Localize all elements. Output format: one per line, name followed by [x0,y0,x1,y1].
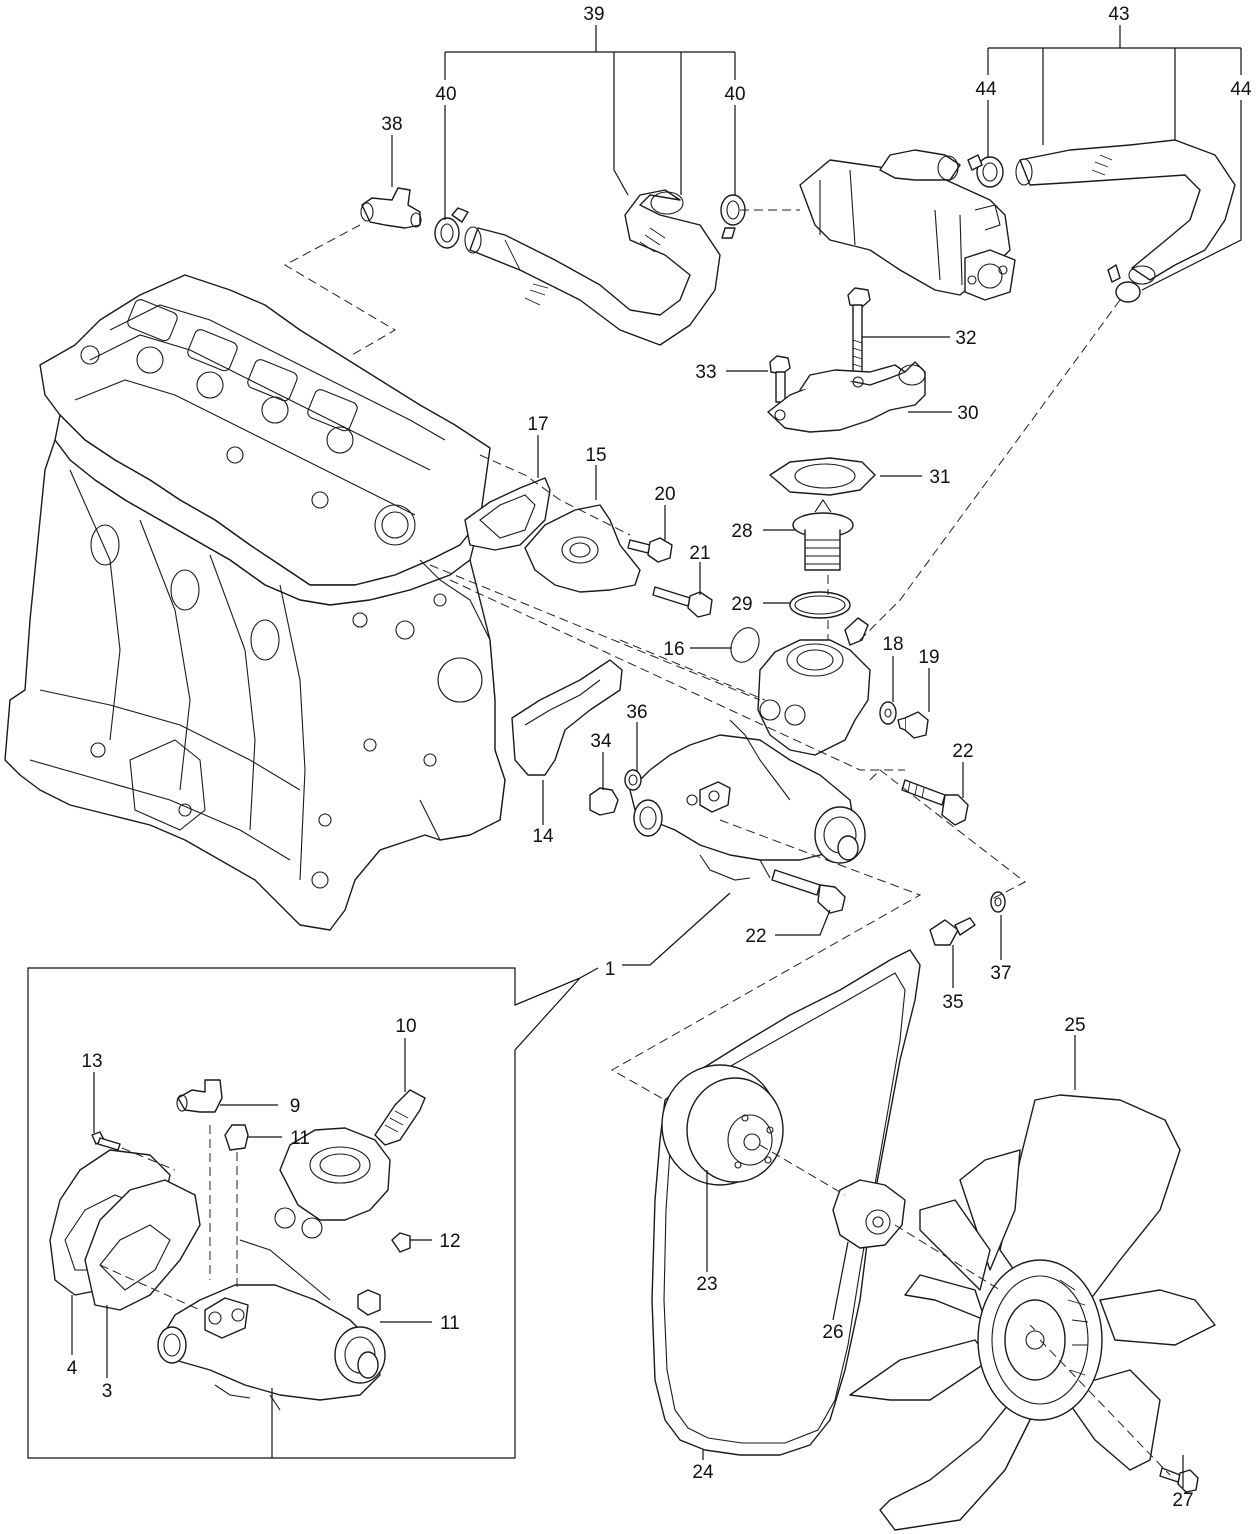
callout-27: 27 [1172,1490,1193,1511]
gasket-31 [769,457,876,496]
callout-36: 36 [626,702,647,723]
water-outlet-15 [524,504,641,593]
inset-plug-12 [391,1232,411,1253]
plug-34 [589,787,619,816]
inset-water-pump [157,1127,391,1411]
callout-13: 13 [81,1051,102,1072]
callout-34: 34 [590,731,612,752]
hose-clamp-40-left [434,207,469,249]
callout-31: 31 [929,467,950,488]
callout-15: 15 [585,445,606,466]
callout-4: 4 [67,1358,78,1379]
callout-44-right: 44 [1230,79,1252,100]
egr-cooler-hose [1015,139,1236,285]
inset-elbow-9 [176,1079,223,1113]
callout-35: 35 [942,992,963,1013]
callout-32: 32 [955,328,976,349]
washer-18 [879,701,897,725]
elbow-fitting-38 [360,187,422,229]
callout-17: 17 [527,414,548,435]
callout-1: 1 [605,959,616,980]
callout-43: 43 [1108,4,1129,25]
callout-44-left: 44 [975,79,997,100]
callout-25: 25 [1064,1015,1085,1036]
callout-labels: 1 3 4 9 10 11 11 12 13 14 15 16 17 18 19… [67,4,1252,1511]
detail-inset-box [27,967,599,1459]
callout-22-lower: 22 [745,926,766,947]
bolt-32 [847,287,871,376]
callout-30: 30 [957,403,978,424]
bolt-22-lower [771,869,846,914]
callout-37: 37 [990,963,1011,984]
bolt-21 [652,586,713,618]
bolt-20 [627,537,673,563]
callout-21: 21 [689,543,710,564]
callout-40-left: 40 [435,84,456,105]
upper-coolant-hose [464,189,721,346]
o-ring-16 [730,627,760,663]
gasket-14 [511,659,623,776]
inset-cap-11-lower [357,1289,381,1316]
gasket-17 [464,477,551,551]
callout-3: 3 [102,1381,113,1402]
hose-clamp-44-left [967,154,1004,188]
callout-22-upper: 22 [952,741,973,762]
temperature-sensor-35 [929,917,976,946]
washer-36 [624,769,642,791]
hose-clamp-40-right [720,194,746,239]
callout-20: 20 [654,484,675,505]
callout-24: 24 [692,1462,714,1483]
bolt-22-upper [901,779,969,826]
thermostat-cover-30 [767,361,926,433]
callout-33: 33 [695,362,716,383]
inset-bolt-13 [91,1131,121,1151]
callout-26: 26 [822,1322,843,1343]
hose-clamp-44-right [1107,264,1141,303]
callout-23: 23 [696,1274,717,1295]
o-ring-29 [789,591,851,619]
bolt-27 [1159,1467,1199,1493]
callout-40-right: 40 [724,84,745,105]
callout-19: 19 [918,647,939,668]
water-pump-housing [629,617,871,881]
callout-38: 38 [381,114,402,135]
callout-12: 12 [439,1231,460,1252]
bolt-33 [769,355,791,403]
bolt-19 [897,711,929,739]
inset-connector-10 [374,1089,426,1146]
leader-lines [71,25,1242,1488]
egr-cooler [799,149,1016,301]
fan-pulley-23 [661,1064,784,1186]
washer-37 [990,891,1006,913]
assembly-lines [99,209,1171,1476]
callout-28: 28 [731,521,752,542]
callout-16: 16 [663,639,684,660]
cooling-fan-25 [849,1094,1216,1531]
callout-39: 39 [583,4,604,25]
callout-18: 18 [882,634,903,655]
callout-11-upper: 11 [290,1128,310,1149]
callout-14: 14 [532,826,554,847]
inset-gasket-3 [84,1179,201,1311]
spacer-26 [832,1179,906,1249]
thermostat-28 [792,499,854,571]
engine-block [4,274,506,931]
callout-29: 29 [731,594,752,615]
inset-cap-11-upper [224,1124,249,1151]
callout-9: 9 [290,1096,301,1117]
callout-11-lower: 11 [440,1313,460,1334]
callout-10: 10 [395,1016,416,1037]
